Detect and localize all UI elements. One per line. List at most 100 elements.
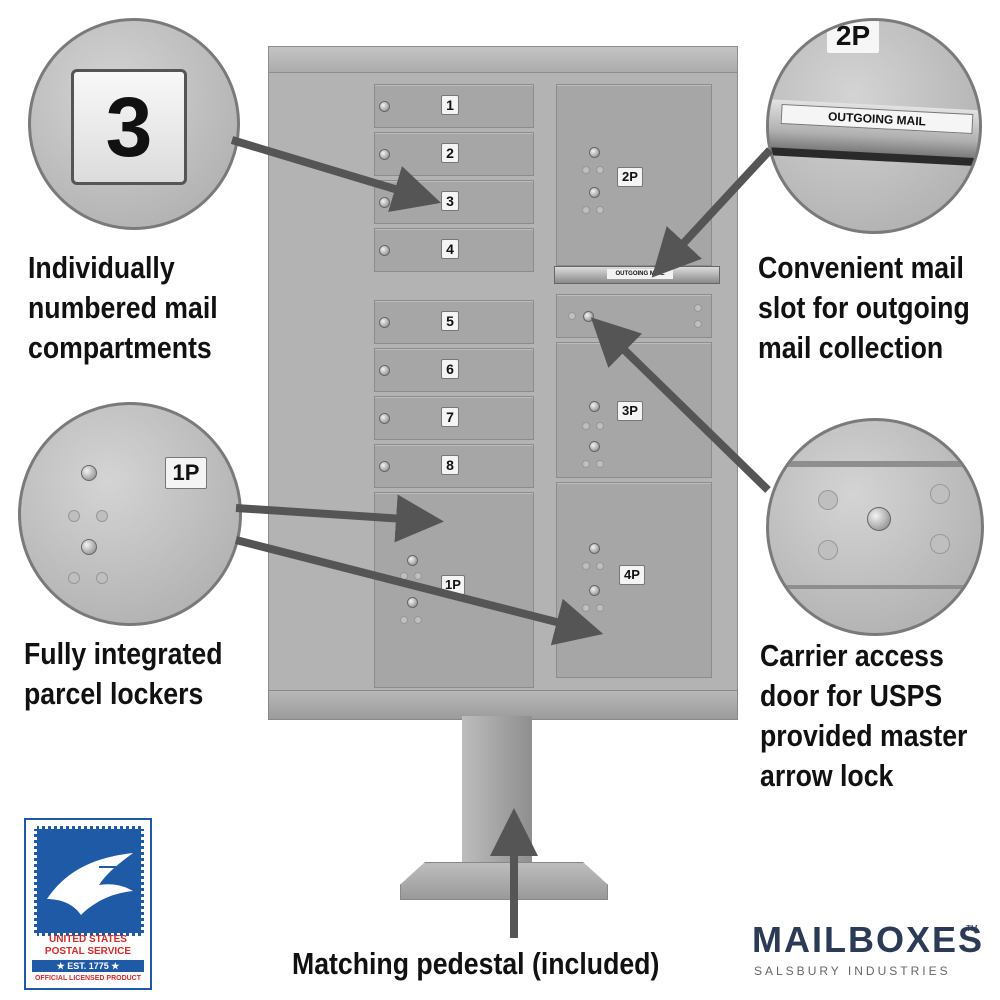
- rivet: [583, 563, 589, 569]
- arrow-to-outgoing-slot: [651, 147, 773, 278]
- caption-carrier-door: Carrier access door for USPS provided ma…: [760, 636, 967, 796]
- caption-line: provided master: [760, 718, 968, 753]
- pedestal-base: [400, 862, 608, 900]
- rivet: [569, 313, 575, 319]
- arrow-to-parcel-4p: [235, 536, 604, 646]
- parcel-badge: 1P: [165, 457, 207, 489]
- parcel-number-tag: 3P: [617, 401, 643, 421]
- zoom-circle-number: 3: [28, 18, 240, 230]
- lock-icon: [589, 543, 600, 554]
- lock-icon: [379, 365, 390, 376]
- rivet: [69, 573, 79, 583]
- rivet: [597, 423, 603, 429]
- caption-line: door for USPS: [760, 678, 943, 713]
- number-badge: 3: [71, 69, 187, 185]
- brand-tm: TM: [966, 924, 978, 933]
- lock-icon: [81, 465, 97, 481]
- usps-text-1: UNITED STATES: [49, 934, 127, 945]
- compartment-number: 5: [441, 311, 459, 331]
- arrow-to-compartment: [230, 136, 441, 213]
- rivet: [415, 617, 421, 623]
- lock-icon: [379, 101, 390, 112]
- rivet: [695, 321, 701, 327]
- caption-line: Convenient mail: [758, 250, 964, 285]
- caption-line: Fully integrated: [24, 636, 223, 671]
- lock-icon: [81, 539, 97, 555]
- mail-compartment[interactable]: 6: [374, 348, 534, 392]
- lock-icon: [407, 555, 418, 566]
- rivet: [97, 573, 107, 583]
- compartment-number: 6: [441, 359, 459, 379]
- rivet: [931, 535, 949, 553]
- mail-compartment[interactable]: 7: [374, 396, 534, 440]
- rivet: [597, 563, 603, 569]
- compartment-number: 1: [441, 95, 459, 115]
- rivet: [583, 207, 589, 213]
- lock-icon: [379, 317, 390, 328]
- rivet: [931, 485, 949, 503]
- caption-line: compartments: [28, 330, 212, 365]
- brand-sub: SALSBURY INDUSTRIES: [754, 964, 951, 978]
- usps-text-4: OFFICIAL LICENSED PRODUCT: [34, 975, 142, 982]
- caption-line: Individually: [28, 250, 175, 285]
- compartment-number: 2: [441, 143, 459, 163]
- outgoing-badge: 2P: [827, 21, 879, 53]
- caption-line: mail collection: [758, 330, 944, 365]
- lock-icon: [379, 245, 390, 256]
- rivet: [69, 511, 79, 521]
- usps-text-2: POSTAL SERVICE: [44, 946, 132, 957]
- lock-icon: [589, 401, 600, 412]
- rivet: [583, 423, 589, 429]
- mail-compartment[interactable]: 1: [374, 84, 534, 128]
- rivet: [695, 305, 701, 311]
- usps-text-3: ★ EST. 1775 ★: [32, 960, 144, 972]
- caption-outgoing-slot: Convenient mail slot for outgoing mail c…: [758, 248, 970, 368]
- caption-parcel-lockers: Fully integrated parcel lockers: [24, 634, 222, 714]
- usps-licensed-logo: UNITED STATES POSTAL SERVICE ★ EST. 1775…: [24, 818, 152, 990]
- rivet: [401, 573, 407, 579]
- rivet: [819, 491, 837, 509]
- arrow-lock-icon: [583, 311, 594, 322]
- mail-compartment[interactable]: 5: [374, 300, 534, 344]
- caption-pedestal: Matching pedestal (included): [292, 946, 660, 981]
- arrow-lock-icon: [867, 507, 891, 531]
- zoom-circle-parcel-lock: 1P: [18, 402, 242, 626]
- caption-line: numbered mail: [28, 290, 218, 325]
- caption-line: Carrier access: [760, 638, 944, 673]
- zoom-circle-outgoing-slot: 2P OUTGOING MAIL: [766, 18, 982, 234]
- caption-line: parcel lockers: [24, 676, 204, 711]
- rivet: [597, 167, 603, 173]
- mail-compartment[interactable]: 4: [374, 228, 534, 272]
- zoom-circle-carrier-lock: [766, 418, 984, 636]
- parcel-number-tag: 2P: [617, 167, 643, 187]
- lock-icon: [379, 461, 390, 472]
- lock-icon: [379, 413, 390, 424]
- caption-numbered-compartments: Individually numbered mail compartments: [28, 248, 218, 368]
- lock-icon: [379, 149, 390, 160]
- compartment-number: 3: [441, 191, 459, 211]
- mail-compartment[interactable]: 8: [374, 444, 534, 488]
- rivet: [597, 207, 603, 213]
- arrow-to-carrier-door: [590, 317, 771, 493]
- lock-icon: [407, 597, 418, 608]
- compartment-number: 4: [441, 239, 459, 259]
- caption-line: arrow lock: [760, 758, 894, 793]
- rivet: [97, 511, 107, 521]
- parcel-number-tag: 4P: [619, 565, 645, 585]
- compartment-number: 8: [441, 455, 459, 475]
- lock-icon: [589, 585, 600, 596]
- rivet: [597, 461, 603, 467]
- rivet: [819, 541, 837, 559]
- rivet: [583, 461, 589, 467]
- number-badge-text: 3: [105, 80, 153, 174]
- lock-icon: [589, 147, 600, 158]
- usps-stamp: [34, 826, 144, 936]
- compartment-number: 7: [441, 407, 459, 427]
- carrier-panel-bottom-edge: [769, 585, 981, 589]
- parcel-locker-4p[interactable]: 4P: [556, 482, 712, 678]
- arrow-to-parcel-1p: [235, 494, 444, 543]
- rivet: [415, 573, 421, 579]
- lock-icon: [589, 441, 600, 452]
- rivet: [401, 617, 407, 623]
